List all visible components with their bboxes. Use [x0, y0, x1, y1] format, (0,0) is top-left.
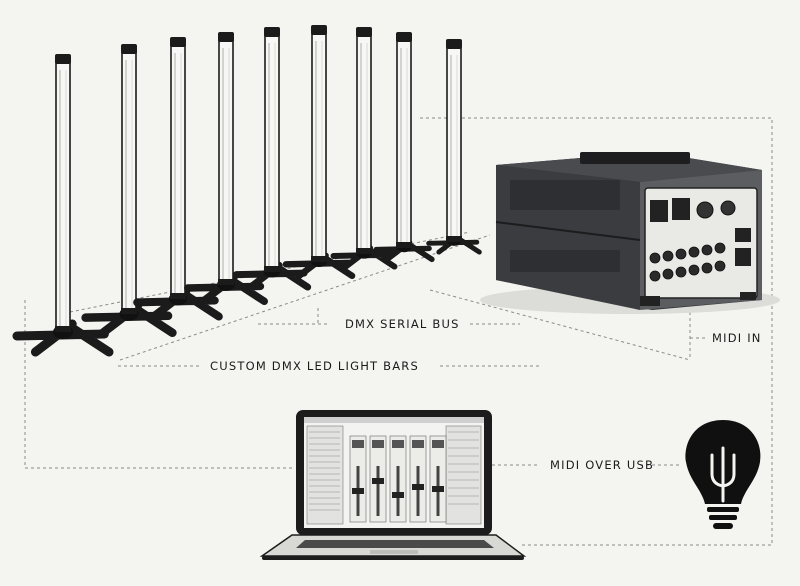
light-bar-icon	[426, 39, 482, 255]
controller-to-midi-line	[429, 289, 691, 361]
midi-over-usb-label: MIDI OVER USB	[550, 458, 654, 472]
light-bar-6	[282, 25, 356, 280]
light-bar-5	[232, 27, 312, 291]
light-bar-icon	[184, 32, 268, 306]
light-bar-icon	[133, 37, 223, 321]
light-bars-label: CUSTOM DMX LED LIGHT BARS	[210, 359, 419, 373]
dmx-controller-icon	[480, 152, 780, 314]
midi-in-label: MIDI IN	[712, 331, 762, 345]
light-bar-4	[184, 32, 268, 306]
light-bar-icon	[12, 54, 114, 357]
light-bar-7	[330, 27, 398, 270]
bulb-logo	[685, 420, 761, 529]
light-bar-1	[12, 54, 114, 357]
labels: DMX SERIAL BUS CUSTOM DMX LED LIGHT BARS…	[206, 316, 762, 473]
dmx-serial-bus-label: DMX SERIAL BUS	[345, 317, 460, 331]
mixer-strip	[389, 435, 407, 523]
laptop-icon	[259, 410, 527, 560]
mixer-strip	[369, 435, 387, 523]
light-bar-icon	[232, 27, 312, 291]
light-bar-3	[133, 37, 223, 321]
mixer-strip	[349, 435, 367, 523]
light-bars-group	[12, 25, 482, 357]
dmx-controller	[480, 152, 780, 314]
light-bar-icon	[81, 44, 177, 338]
mixer-strip	[409, 435, 427, 523]
left-frame	[24, 300, 295, 469]
light-bar-icon	[330, 27, 398, 270]
laptop	[259, 410, 527, 560]
mixer-strip	[429, 435, 447, 523]
light-bar-icon	[282, 25, 356, 280]
bulb-logo-icon	[685, 420, 761, 529]
top-right-frame	[420, 117, 773, 546]
light-bar-8	[373, 32, 435, 263]
light-bar-9	[426, 39, 482, 255]
light-bar-2	[81, 44, 177, 338]
mixer-strips	[349, 435, 447, 523]
light-bar-icon	[373, 32, 435, 263]
